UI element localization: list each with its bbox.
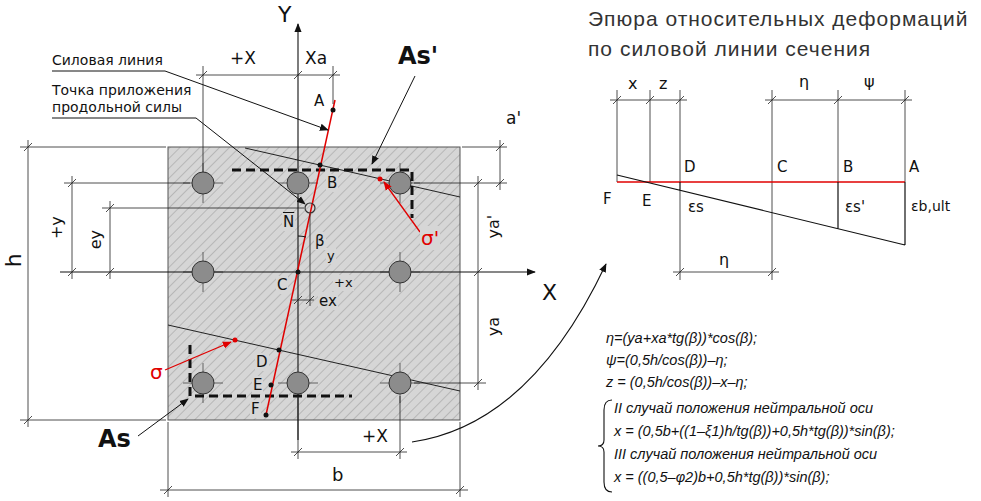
- dimension-label: A: [909, 158, 919, 176]
- dimension-label: x: [628, 74, 637, 93]
- point-dot: [264, 108, 336, 418]
- reinforcement-label: As: [98, 425, 131, 454]
- dimension-label: +X: [230, 48, 256, 68]
- dimension-label: D: [255, 353, 269, 371]
- dimension-label: E: [252, 376, 263, 394]
- pointer-arrow: [412, 264, 606, 442]
- diagram-title: Эпюра относительных деформаций по силово…: [588, 4, 970, 64]
- formula-text: III случай положения нейтральной оси: [614, 446, 877, 463]
- dimension-label: η: [719, 250, 729, 269]
- formula-text: x = (0,5b+((1–ξ1)h/tg(β))+0,5h*tg(β))*si…: [614, 423, 895, 440]
- dimension-label: N: [282, 213, 295, 231]
- dimension-label: +y: [46, 217, 65, 240]
- dimension-label: y: [326, 248, 336, 264]
- concrete-section: [168, 147, 460, 420]
- dimension-label: Xa: [305, 48, 327, 68]
- dimension-label: β: [314, 232, 326, 250]
- strain-dimension: [610, 90, 912, 280]
- dimension-label: εb,ult: [911, 198, 950, 215]
- dimension-label: ya': [484, 215, 503, 239]
- leader-line: [52, 71, 415, 436]
- formula-text: z = (0,5h/cos(β))–x–η;: [606, 374, 748, 391]
- dimension-label: F: [603, 190, 612, 208]
- dimension-label: z: [659, 74, 667, 93]
- dimension-label: η: [799, 72, 809, 91]
- dimension-label: F: [250, 400, 261, 418]
- dimension-label: E: [642, 192, 651, 210]
- formula-text: ψ=(0,5h/cos(β))–η;: [606, 352, 728, 369]
- dimension-label: σ: [150, 360, 163, 384]
- dimension-label: ψ: [864, 72, 875, 91]
- reinforcement-zone: [190, 170, 412, 396]
- rebar-crosshair: [183, 163, 420, 403]
- formula-text: x = ((0,5–φ2)b+0,5h*tg(β))*sin(β);: [614, 469, 829, 486]
- formula-text: η=(ya+xa*tg(β))*cos(β);: [606, 330, 757, 347]
- dimension-label: B: [843, 158, 853, 176]
- formula-text: II случай положения нейтральной оси: [614, 400, 873, 417]
- stress-leader: [165, 182, 420, 370]
- strain-baseline: [617, 181, 905, 183]
- dimension-label: ey: [86, 230, 105, 249]
- dimension-label: ya: [484, 317, 503, 336]
- dimension-label: h: [1, 253, 27, 267]
- angle-arc: [298, 236, 306, 237]
- dimension-label: Силовая линия: [52, 52, 163, 69]
- dimension-label: A: [314, 92, 324, 110]
- force-point: [305, 203, 315, 213]
- dimension-label: b: [332, 464, 343, 486]
- dimension-label: X: [542, 280, 557, 306]
- brace: [598, 400, 612, 492]
- dimension-label: σ': [420, 226, 440, 250]
- rebar-symbol: [192, 172, 411, 394]
- dimension-label: εs': [845, 198, 865, 216]
- dimension-label: +x: [333, 275, 354, 291]
- dimension-label: C: [777, 158, 787, 176]
- dimension-line: [20, 66, 507, 497]
- dimension-label: B: [326, 174, 338, 192]
- dimension-label: +X: [362, 426, 388, 446]
- dimension-label: ex: [318, 292, 338, 310]
- strain-line: [617, 175, 905, 245]
- dimension-label: εs: [688, 198, 704, 216]
- force-line: [266, 100, 335, 415]
- reinforcement-label: As': [398, 42, 438, 71]
- dimension-label: a': [506, 108, 521, 128]
- dimension-label: C: [276, 276, 288, 294]
- dimension-label: Точка приложения продольной силы: [52, 82, 202, 116]
- stress-dot: [233, 177, 383, 343]
- dimension-label: Y: [278, 2, 291, 28]
- dimension-label: D: [684, 158, 696, 176]
- strain-lines: [168, 148, 460, 391]
